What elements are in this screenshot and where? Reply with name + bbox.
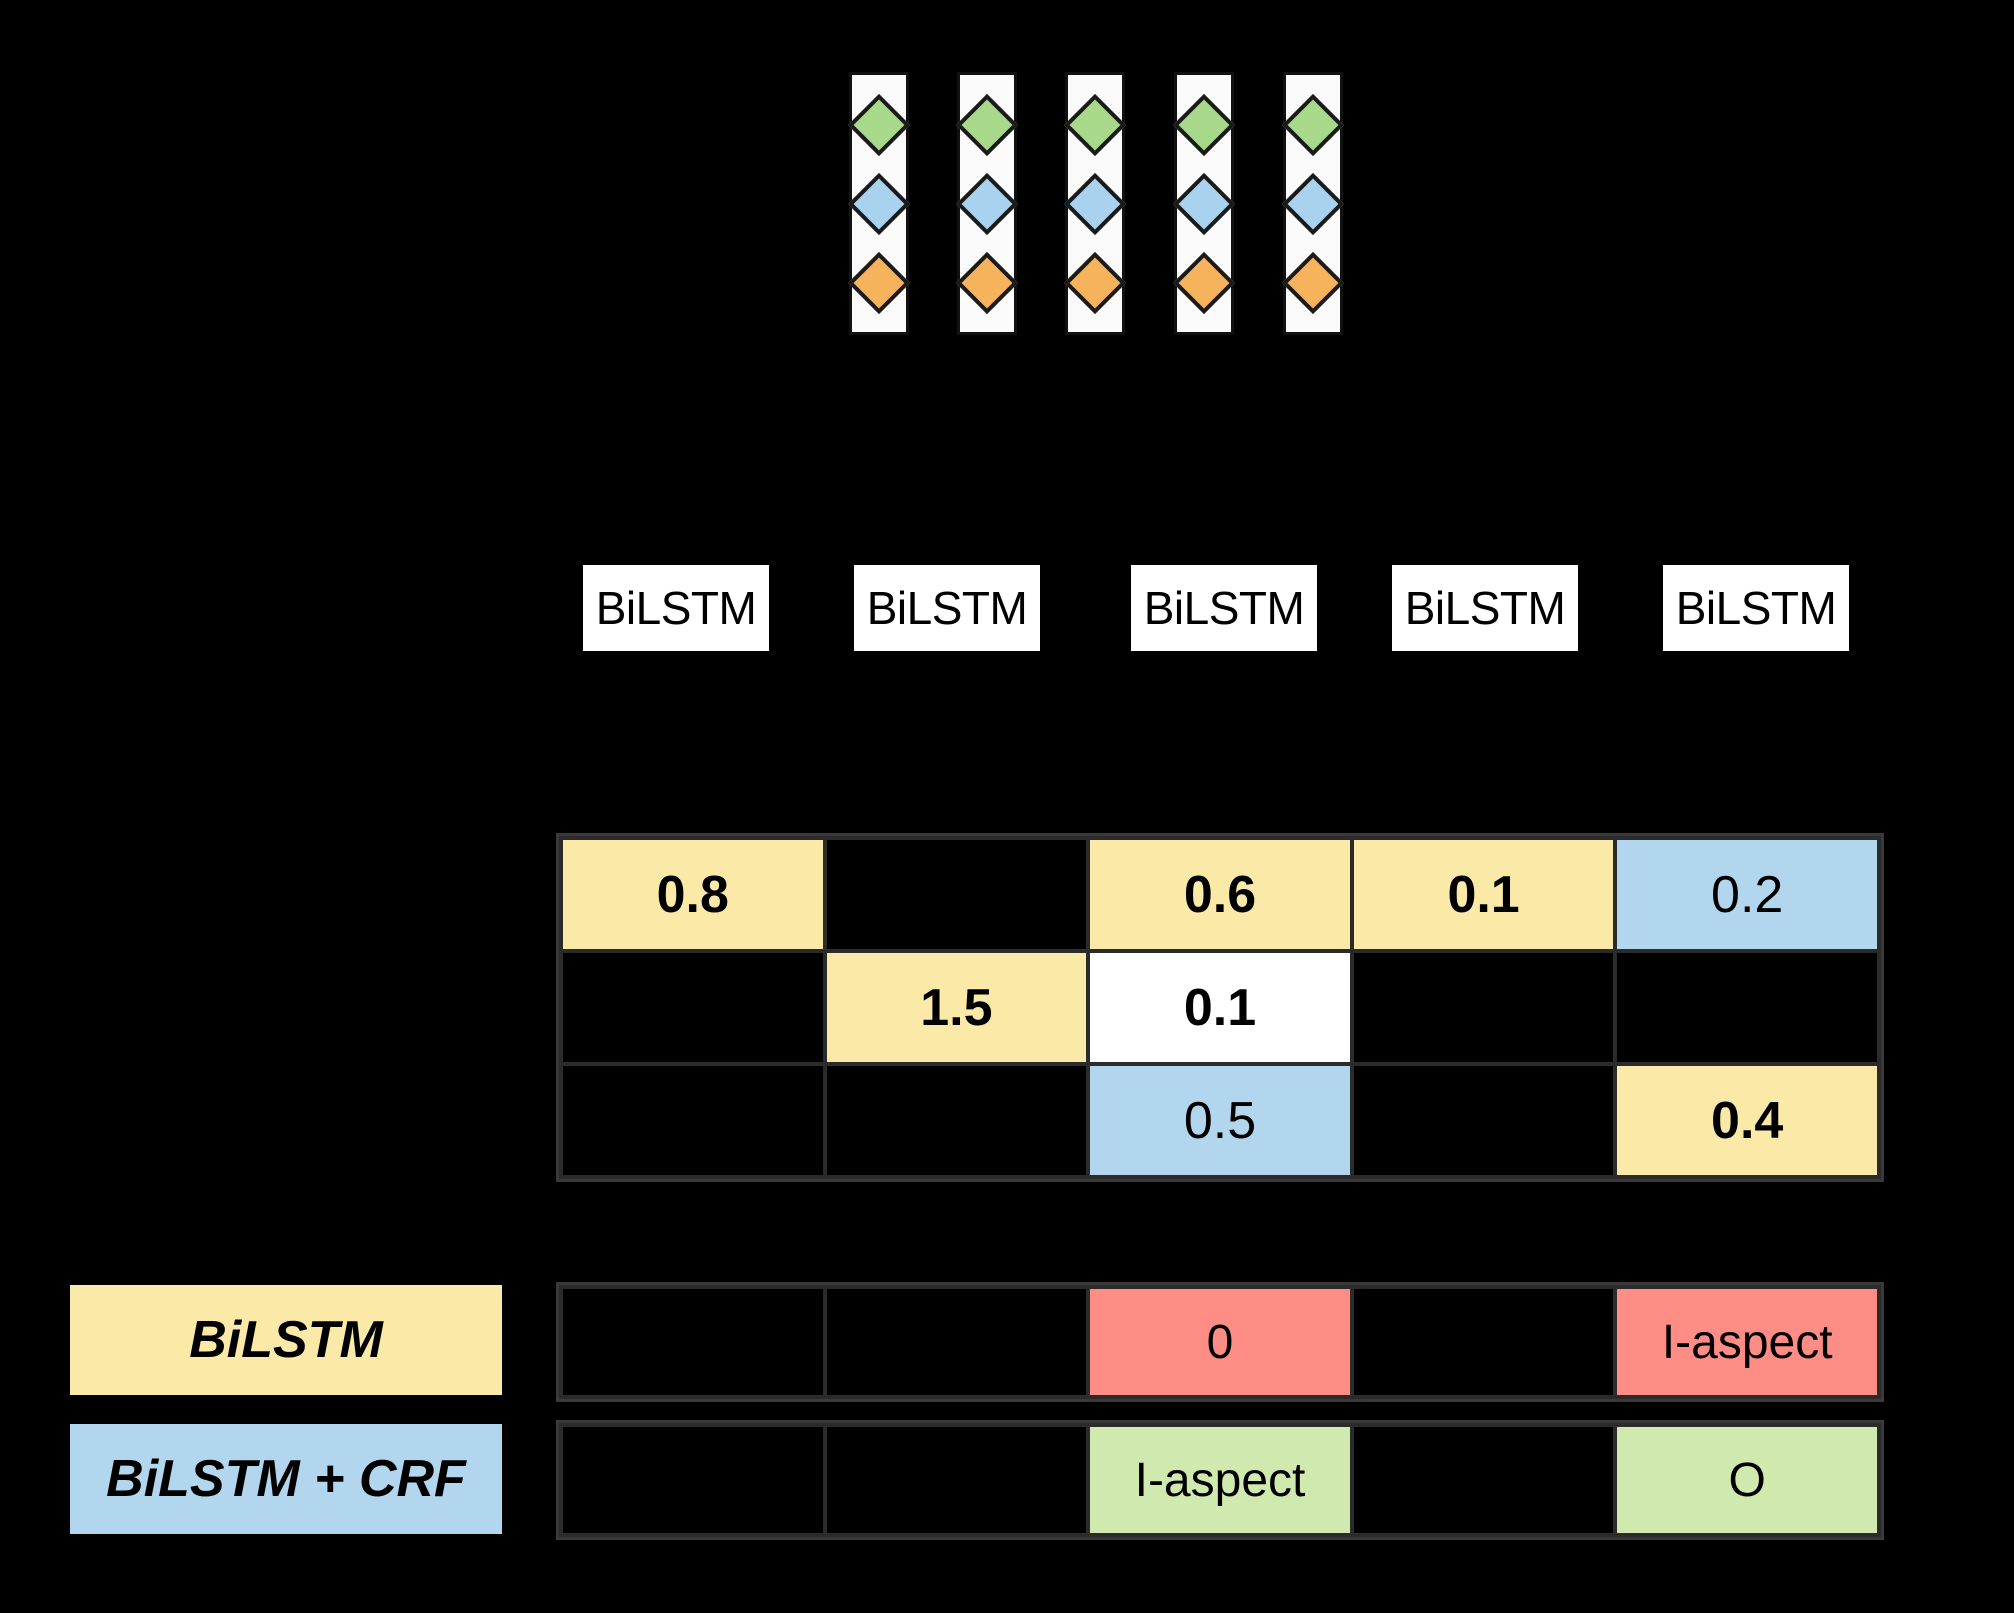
bilstm-box-1[interactable]: BiLSTM (583, 565, 769, 651)
bilstm-box-label: BiLSTM (1404, 582, 1566, 634)
legend-item-bilstm-crf: BiLSTM + CRF (70, 1424, 502, 1534)
embedding-diamond-green (1063, 93, 1127, 156)
score-cell: 0.1 (1353, 840, 1614, 949)
score-value: 0.8 (656, 865, 729, 924)
score-value: 0.1 (1183, 978, 1257, 1037)
score-value: 0.6 (1183, 865, 1257, 924)
embedding-diamond-green (1281, 93, 1345, 156)
embedding-column-2 (955, 72, 1019, 335)
prediction-cell (826, 1427, 1087, 1533)
score-cell (563, 953, 823, 1062)
score-value: 0.5 (1183, 1091, 1257, 1150)
prediction-cell: 0 (1090, 1289, 1350, 1395)
legend-label: BiLSTM + CRF (106, 1450, 466, 1508)
prediction-cell: I-aspect (1090, 1427, 1350, 1533)
prediction-value: O (1728, 1453, 1766, 1507)
prediction-cell (563, 1289, 823, 1395)
embedding-diamond-blue (1063, 172, 1127, 235)
score-cell: 0.8 (563, 840, 823, 949)
score-value: 0.2 (1711, 865, 1784, 924)
score-cell: 0.1 (1090, 953, 1350, 1062)
score-cell: 0.6 (1090, 840, 1350, 949)
prediction-row-bilstm-crf: I-aspect O (556, 1420, 1884, 1540)
score-cell: 0.4 (1617, 1066, 1877, 1175)
embedding-diamond-orange (1281, 251, 1345, 314)
embedding-diamond-blue (1172, 172, 1236, 235)
score-cell: 1.5 (826, 953, 1087, 1062)
score-cell: 0.5 (1090, 1066, 1350, 1175)
bilstm-box-label: BiLSTM (1675, 582, 1837, 634)
embedding-diamond-blue (955, 172, 1019, 235)
prediction-cell (1353, 1289, 1614, 1395)
score-cell (826, 840, 1087, 949)
embedding-column-1 (847, 72, 911, 335)
embedding-diamond-orange (955, 251, 1019, 314)
legend-item-bilstm: BiLSTM (70, 1285, 502, 1395)
embedding-diamond-green (955, 93, 1019, 156)
score-cell (1617, 953, 1877, 1062)
score-cell: 0.2 (1617, 840, 1877, 949)
prediction-cell (563, 1427, 823, 1533)
score-value: 0.4 (1711, 1091, 1784, 1150)
score-cell (563, 1066, 823, 1175)
score-value: 0.1 (1447, 865, 1520, 924)
embedding-diamond-blue (847, 172, 911, 235)
prediction-value: I-aspect (1134, 1453, 1306, 1507)
legend-label: BiLSTM (189, 1311, 383, 1369)
bilstm-box-label: BiLSTM (866, 582, 1028, 634)
prediction-value: 0 (1206, 1315, 1234, 1369)
embedding-diamond-blue (1281, 172, 1345, 235)
embedding-diamond-orange (1172, 251, 1236, 314)
bilstm-box-label: BiLSTM (1143, 582, 1305, 634)
embedding-diamond-orange (1063, 251, 1127, 314)
bilstm-box-5[interactable]: BiLSTM (1663, 565, 1849, 651)
prediction-row-bilstm: 0 I-aspect (556, 1282, 1884, 1402)
score-value: 1.5 (920, 978, 993, 1037)
prediction-cell (826, 1289, 1087, 1395)
embedding-column-3 (1063, 72, 1127, 335)
prediction-value: I-aspect (1661, 1315, 1833, 1369)
embedding-diamond-green (1172, 93, 1236, 156)
score-cell (1353, 1066, 1614, 1175)
score-cell (826, 1066, 1087, 1175)
bilstm-box-4[interactable]: BiLSTM (1392, 565, 1578, 651)
prediction-cell (1353, 1427, 1614, 1533)
prediction-cell: I-aspect (1617, 1289, 1877, 1395)
bilstm-box-label: BiLSTM (595, 582, 757, 634)
embedding-diamond-green (847, 93, 911, 156)
embedding-column-5 (1281, 72, 1345, 335)
score-table: 0.8 0.6 0.1 0.2 1.5 0.1 (556, 833, 1884, 1182)
embedding-diamond-orange (847, 251, 911, 314)
embedding-column-4 (1172, 72, 1236, 335)
score-cell (1353, 953, 1614, 1062)
bilstm-box-2[interactable]: BiLSTM (854, 565, 1040, 651)
prediction-cell: O (1617, 1427, 1877, 1533)
bilstm-box-3[interactable]: BiLSTM (1131, 565, 1317, 651)
